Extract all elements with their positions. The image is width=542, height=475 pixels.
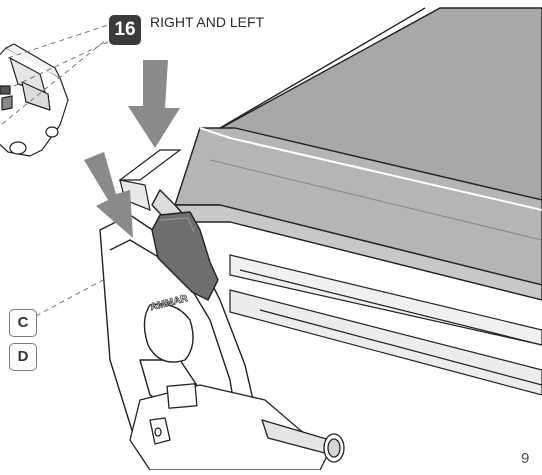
page-number: 9: [521, 450, 530, 467]
arrow-down-icon: [128, 60, 180, 148]
step-number-badge: 16: [109, 15, 141, 45]
part-label-c: C: [9, 309, 37, 337]
highlighted-clip-part: [151, 211, 219, 301]
callout-leader-lines: [1, 24, 169, 317]
arrow-down-icon: [84, 152, 133, 238]
part-label-d: D: [9, 343, 37, 371]
step-caption: RIGHT AND LEFT: [150, 14, 265, 30]
support-rails: [118, 149, 542, 396]
campervan-icon: [0, 43, 69, 157]
mounting-foot: [129, 383, 345, 471]
